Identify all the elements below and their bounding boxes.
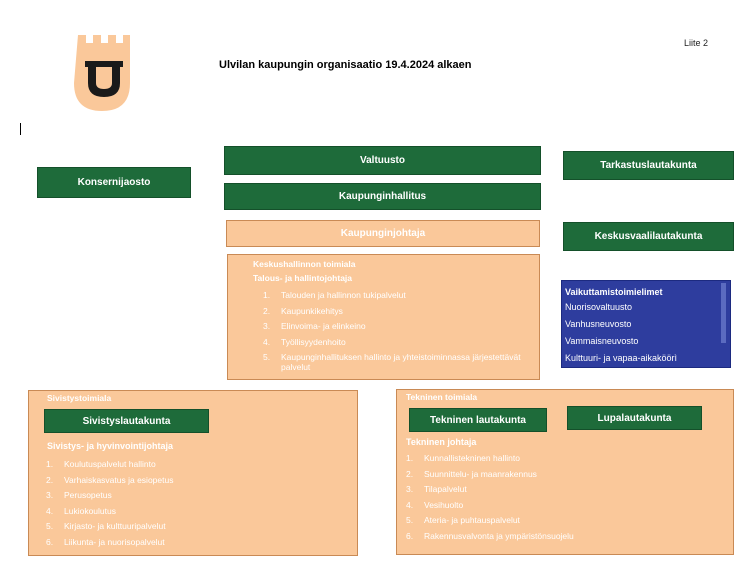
valtuusto-box: Valtuusto	[224, 146, 541, 175]
list-item: Kulttuuri- ja vapaa-aikaköörì	[565, 353, 678, 363]
list-item: 3.Tilapalvelut	[406, 484, 467, 494]
vaikuttamistoimielimet-panel: Vaikuttamistoimielimet Nuorisovaltuusto …	[561, 280, 731, 368]
keskushallinto-title: Keskushallinnon toimiala	[253, 259, 356, 269]
tekninen-title: Tekninen toimiala	[406, 392, 478, 402]
tekninen-subtitle: Tekninen johtaja	[406, 437, 477, 447]
keskushallinto-list: 1.Talouden ja hallinnon tukipalvelut 2.K…	[263, 288, 529, 372]
list-item: 1.Koulutuspalvelut hallinto	[46, 459, 156, 469]
list-item: 6.Liikunta- ja nuorisopalvelut	[46, 536, 165, 547]
kaupunginhallitus-box: Kaupunginhallitus	[224, 183, 541, 210]
text-cursor	[20, 123, 21, 135]
list-item: 5.Kaupunginhallituksen hallinto ja yhtei…	[263, 352, 521, 372]
sivistys-subtitle: Sivistys- ja hyvinvointijohtaja	[47, 441, 174, 451]
sivistys-panel: Sivistystoimiala Sivistyslautakunta Sivi…	[28, 390, 358, 556]
list-item: 3.Elinvoima- ja elinkeino	[263, 321, 366, 331]
list-item: 2.Suunnittelu- ja maanrakennus	[406, 468, 537, 479]
sivistyslautakunta-box: Sivistyslautakunta	[44, 409, 209, 433]
list-item: 4.Työllisyydenhoito	[263, 336, 346, 347]
list-item: 5.Ateria- ja puhtauspalvelut	[406, 515, 520, 525]
list-item: 1.Kunnallistekninen hallinto	[406, 453, 520, 463]
sivistys-list: 1.Koulutuspalvelut hallinto 2.Varhaiskas…	[46, 457, 346, 550]
vaikuttamistoimielimet-list: Nuorisovaltuusto Vanhusneuvosto Vammaisn…	[565, 299, 730, 367]
tekninen-lautakunta-box: Tekninen lautakunta	[409, 408, 547, 432]
list-item: 4.Lukiokoulutus	[46, 505, 116, 516]
sivistys-title: Sivistystoimiala	[47, 393, 112, 403]
keskushallinto-panel: Keskushallinnon toimiala Talous- ja hall…	[227, 254, 540, 380]
list-item: 1.Talouden ja hallinnon tukipalvelut	[263, 290, 406, 300]
list-item: 5.Kirjasto- ja kulttuuripalvelut	[46, 521, 166, 531]
tekninen-panel: Tekninen toimiala Tekninen lautakunta Lu…	[396, 389, 734, 555]
page-title: Ulvilan kaupungin organisaatio 19.4.2024…	[219, 59, 472, 71]
list-item: 2.Varhaiskasvatus ja esiopetus	[46, 474, 174, 485]
vaikuttamistoimielimet-title: Vaikuttamistoimielimet	[565, 287, 663, 297]
list-item: Nuorisovaltuusto	[565, 302, 633, 312]
kaupunginjohtaja-box: Kaupunginjohtaja	[226, 220, 540, 247]
list-item: 3.Perusopetus	[46, 490, 112, 500]
konsernijaosto-box: Konsernijaosto	[37, 167, 191, 198]
tekninen-list: 1.Kunnallistekninen hallinto 2.Suunnitte…	[406, 451, 726, 544]
list-item: 4.Vesihuolto	[406, 499, 464, 510]
list-item: Vammaisneuvosto	[565, 336, 639, 346]
list-item: 6.Rakennusvalvonta ja ympäristönsuojelu	[406, 530, 574, 541]
keskushallinto-subtitle: Talous- ja hallintojohtaja	[253, 273, 353, 283]
list-item: Vanhusneuvosto	[565, 319, 632, 329]
city-crest-logo	[74, 31, 134, 115]
panel-scroll-edge	[721, 283, 726, 343]
list-item: 2.Kaupunkikehitys	[263, 305, 343, 316]
keskusvaalilautakunta-box: Keskusvaalilautakunta	[563, 222, 734, 251]
tarkastuslautakunta-box: Tarkastuslautakunta	[563, 151, 734, 180]
appendix-label: Liite 2	[684, 38, 709, 48]
lupalautakunta-box: Lupalautakunta	[567, 406, 702, 430]
